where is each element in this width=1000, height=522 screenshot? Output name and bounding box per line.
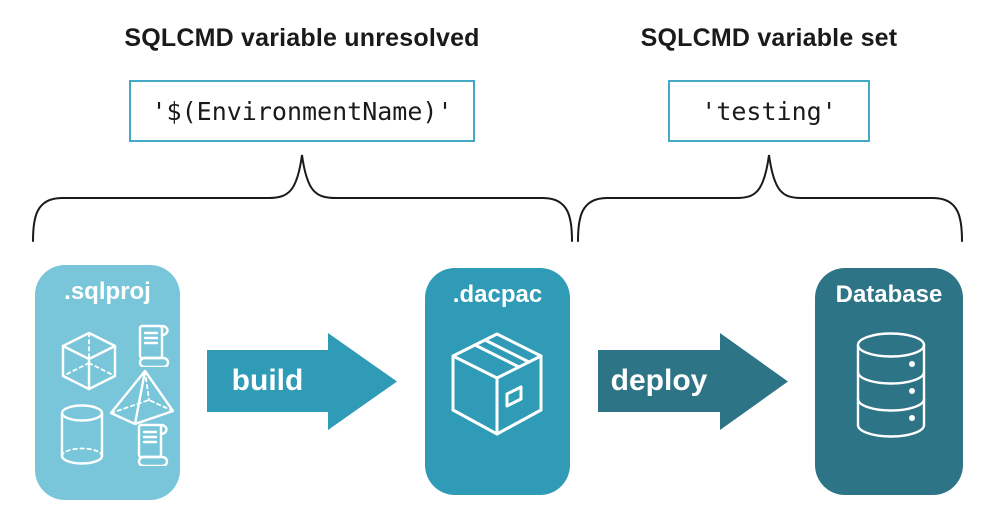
node-sqlproj-label: .sqlproj: [64, 278, 151, 305]
build-arrow-label: build: [231, 364, 304, 397]
code-value-set: 'testing': [701, 96, 837, 126]
heading-unresolved: SQLCMD variable unresolved: [124, 24, 480, 52]
node-database: Database: [815, 268, 963, 495]
deploy-arrow-shape: [598, 333, 788, 430]
deploy-arrow-label: deploy: [610, 364, 708, 397]
scroll-icon: [132, 420, 172, 466]
node-dacpac: .dacpac: [425, 268, 570, 495]
code-box-environment-name: '$(EnvironmentName)': [129, 80, 475, 142]
scroll-icon: [133, 321, 173, 367]
pyramid-icon: [107, 367, 177, 425]
build-arrow: build: [207, 333, 397, 430]
database-cylinder-icon: [853, 330, 929, 440]
code-value-unresolved: '$(EnvironmentName)': [151, 96, 453, 126]
heading-set: SQLCMD variable set: [640, 24, 898, 52]
package-box-icon: [447, 328, 547, 440]
cube-icon: [57, 329, 121, 393]
right-brace: [577, 154, 963, 242]
node-database-label: Database: [835, 281, 943, 308]
left-brace: [32, 154, 573, 242]
cylinder-icon: [58, 403, 106, 465]
deploy-arrow: deploy: [598, 333, 788, 430]
build-arrow-shape: [207, 333, 397, 430]
node-dacpac-label: .dacpac: [452, 281, 543, 308]
code-box-testing: 'testing': [668, 80, 870, 142]
node-sqlproj: .sqlproj: [35, 265, 180, 500]
